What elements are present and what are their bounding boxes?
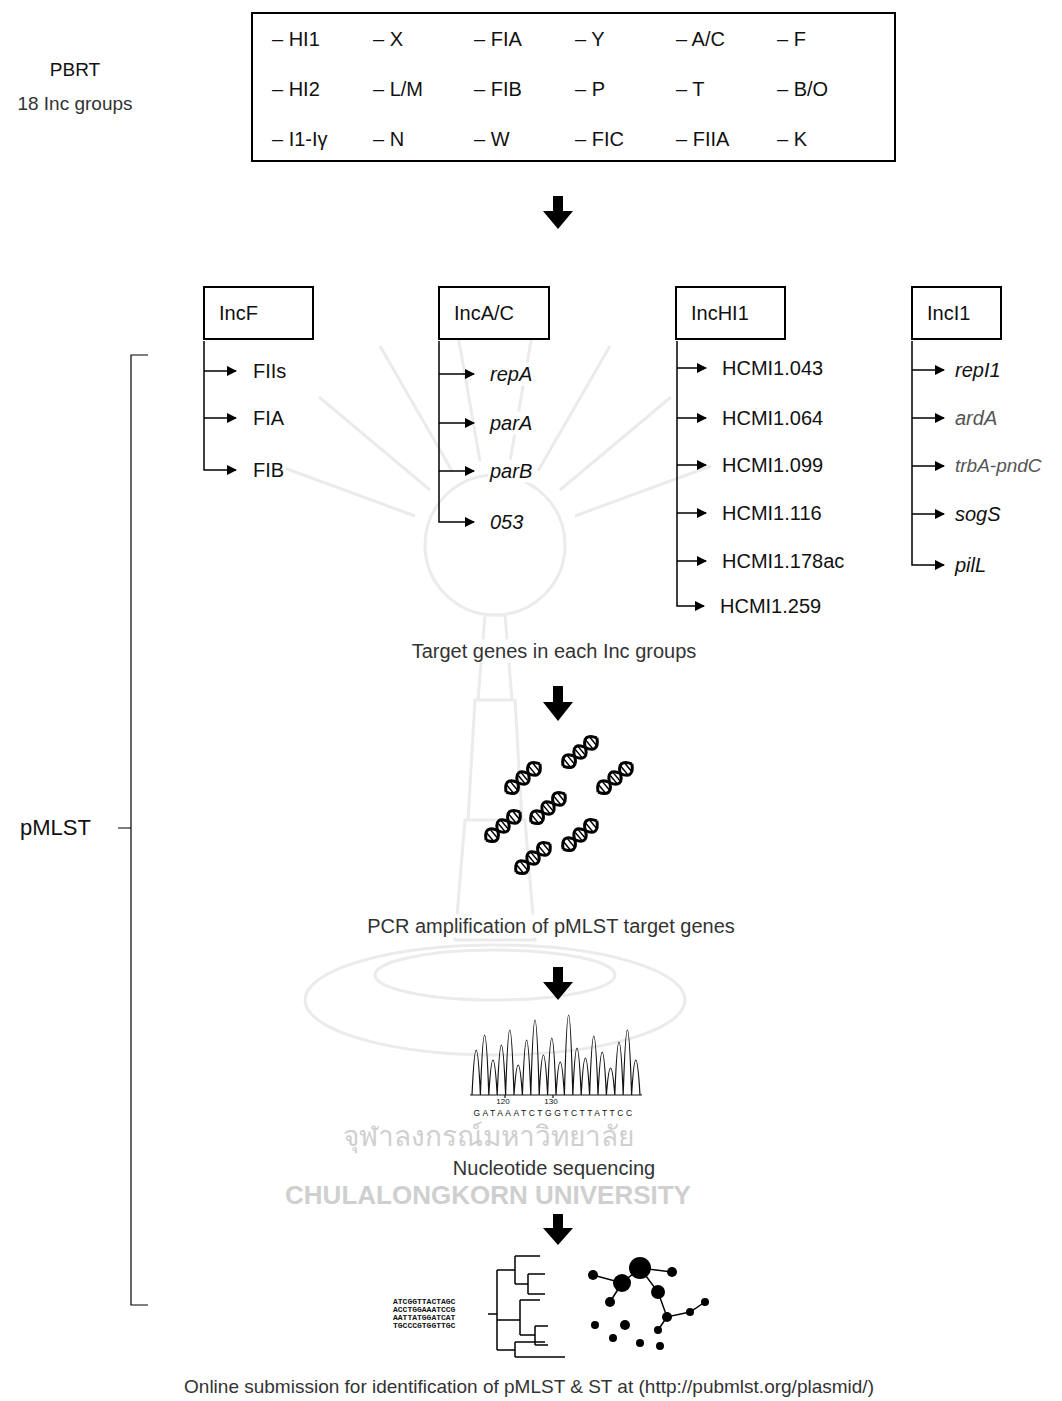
watermark: จุฬาลงกรณ์มหาวิทยาลัย [341,1121,636,1153]
step-caption: Nucleotide sequencing [451,1157,657,1180]
axis-number: 130 [542,1098,559,1106]
inc-group-item: – T [676,78,777,101]
target-gene: parB [488,460,534,483]
sequence-line: ACCTGGAAATCCG [391,1306,457,1314]
watermark-logo [279,318,711,1055]
inc-group-item: – P [575,78,676,101]
target-gene: pilL [953,554,988,577]
target-gene: sogS [953,503,1003,526]
phylogenetic-tree [488,1256,565,1357]
inc-group-item: – FIIA [676,128,777,151]
base-sequence: GATAAATCTGGTCTTATTCC [471,1109,636,1118]
axis-number: 120 [494,1098,511,1106]
network-graph [588,1257,709,1350]
inc-group-item: – L/M [373,78,474,101]
inc-group-item: – X [373,28,474,51]
inc-group-panel: – HI1– X– FIA– Y– A/C– F– HI2– L/M– FIB–… [251,12,896,162]
sequence-line: AATTATGGATCAT [391,1314,457,1322]
chromatogram [470,1015,642,1098]
target-gene: HCMI1.116 [720,502,824,525]
watermark: CHULALONGKORN UNIVERSITY [283,1181,693,1211]
inc-group-box: IncF [203,286,314,340]
target-gene: HCMI1.178ac [720,550,846,573]
target-gene: repI1 [953,359,1003,382]
inc-group-item: – FIA [474,28,575,51]
inc-group-box: IncHI1 [675,286,786,340]
inc-group-item: – Y [575,28,676,51]
inc-group-item: – I1-Iγ [272,128,373,151]
step-caption: Online submission for identification of … [182,1376,876,1398]
inc-group-item: – FIC [575,128,676,151]
target-gene: HCMI1.064 [720,407,825,430]
target-gene: HCMI1.043 [720,357,825,380]
inc-group-name: IncF [219,302,258,325]
inc-group-item: – FIB [474,78,575,101]
target-gene: repA [488,363,534,386]
step-caption: PCR amplification of pMLST target genes [365,915,737,938]
target-gene: HCMI1.259 [718,595,823,618]
inc-group-item: – W [474,128,575,151]
bracket [118,355,148,1305]
target-gene: HCMI1.099 [720,454,825,477]
inc-group-item: – HI2 [272,78,373,101]
method-name: PBRT [48,59,102,81]
inc-group-item: – HI1 [272,28,373,51]
inc-group-item: – B/O [777,78,878,101]
inc-group-item: – K [777,128,878,151]
target-gene: ardA [953,407,999,430]
inc-group-item: – N [373,128,474,151]
inc-group-name: IncHI1 [691,302,749,325]
inc-group-name: IncA/C [454,302,514,325]
target-gene: FIA [251,407,286,430]
inc-group-item: – F [777,28,878,51]
target-gene: FIIs [251,360,288,383]
sequence-line: ATCGGTTACTAGC [391,1298,457,1306]
target-gene: 053 [488,511,525,534]
inc-group-box: IncA/C [438,286,550,340]
dna-icons [482,733,636,878]
bracket-label: pMLST [18,815,93,840]
step-caption: Target genes in each Inc groups [410,640,699,663]
target-gene: FIB [251,459,286,482]
target-gene: parA [488,412,534,435]
sequence-line: TGCCCGTGGTTGC [391,1322,457,1330]
method-note: 18 Inc groups [15,93,134,115]
inc-group-item: – A/C [676,28,777,51]
inc-group-box: IncI1 [911,286,1002,340]
inc-group-name: IncI1 [927,302,970,325]
gene-tree [204,341,944,606]
target-gene: trbA-pndC [953,455,1044,477]
